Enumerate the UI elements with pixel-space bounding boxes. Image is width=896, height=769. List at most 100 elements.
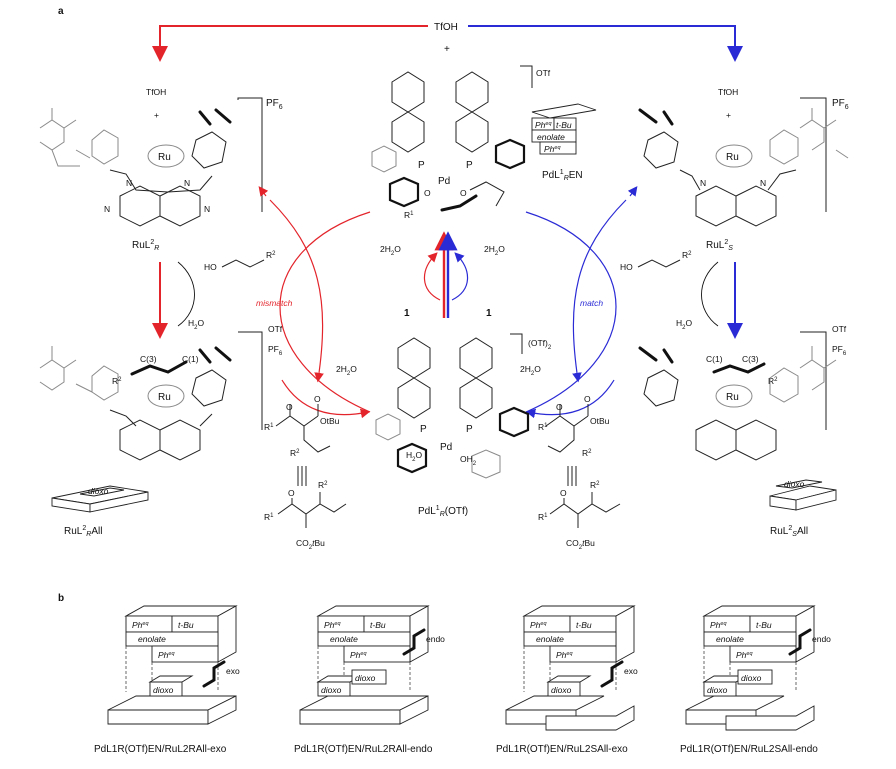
o-top-2: O: [460, 188, 467, 198]
pf6-left-label: PF6: [266, 98, 283, 111]
p-left-bottom: P: [420, 424, 427, 435]
r1-prod-left: R1: [264, 422, 274, 432]
panel-label-a: a: [58, 6, 64, 17]
allyl-alcohol-left: HO R2: [204, 250, 276, 272]
pd-top: Pd: [438, 176, 450, 187]
enolate-icon-1: enolate: [537, 132, 565, 142]
o-prod-right-3: O: [560, 488, 567, 498]
rul2s-allyl-structure: OTf PF6 Ru C(1) C(3) R2: [638, 324, 847, 461]
r2-prod-right-2: R2: [590, 480, 600, 490]
r2-prod-left-2: R2: [318, 480, 328, 490]
n-right-2: N: [760, 178, 766, 188]
tbu-icon-1: t-Bu: [556, 120, 572, 130]
rul2s-all-label: RuL2SAll: [770, 525, 808, 538]
n-left-3: N: [104, 204, 110, 214]
curved-arrow-right: [701, 261, 719, 327]
h2o-ligand: H2O: [406, 450, 422, 463]
r2-allyl-left: R2: [112, 376, 122, 386]
rul2s-all-block-icon: dioxo: [769, 479, 837, 511]
product-left: O O OtBu R1 R2 O R1 R2 CO2tBu: [264, 394, 347, 551]
ph-eq-block-2-a: Pheq: [324, 620, 341, 630]
rul2r-allyl-structure: OTf PF6 Ru R2 C(3) C(1): [39, 324, 283, 461]
p-left-top: P: [418, 160, 425, 171]
dioxo-block-4-a: dioxo: [707, 685, 728, 695]
center-arrows: [258, 186, 638, 419]
pf6-right-2: PF6: [832, 344, 847, 357]
mismatch-label: mismatch: [256, 298, 293, 308]
plus-top: +: [444, 44, 450, 55]
caption-b-3: PdL1R(OTf)EN/RuL2SAll-exo: [496, 744, 628, 755]
ph-eq-block-2-b: Pheq: [350, 650, 367, 660]
n-left-1: N: [126, 178, 132, 188]
rul2r-all-label: RuL2RAll: [64, 525, 102, 538]
pd-enolate-structure: OTf P P Pd O O R1: [371, 65, 551, 220]
panel-label-b: b: [58, 593, 64, 604]
ho-left: HO: [204, 262, 217, 272]
r1-prod-right: R1: [538, 422, 548, 432]
allyl-label-3: exo: [624, 666, 638, 676]
pf6-right-label: PF6: [832, 98, 849, 111]
dioxo-left-icon: dioxo: [88, 486, 109, 496]
two-h2o-bottom-right: 2H2O: [520, 364, 541, 377]
c1-left: C(1): [182, 354, 199, 364]
dioxo-block-4-b: dioxo: [741, 673, 762, 683]
enolate-block-1: enolate: [138, 634, 166, 644]
tbu-block-4: t-Bu: [756, 620, 772, 630]
otf2-label: (OTf)2: [528, 338, 552, 351]
ru-left: Ru: [158, 152, 171, 163]
o-prod-left-3: O: [288, 488, 295, 498]
r1-prod-right-2: R1: [538, 512, 548, 522]
tbu-block-1: t-Bu: [178, 620, 194, 630]
otf-right-2: OTf: [832, 324, 847, 334]
tbu-block-2: t-Bu: [370, 620, 386, 630]
pd-aqua-structure: (OTf)2 P P Pd H2O OH2: [375, 333, 552, 479]
ph-eq-block-3-a: Pheq: [530, 620, 547, 630]
dioxo-right-icon: dioxo: [784, 479, 805, 489]
c3-left: C(3): [140, 354, 157, 364]
two-h2o-left: 2H2O: [380, 244, 401, 257]
dioxo-block-2-a: dioxo: [321, 685, 342, 695]
otbu-right: OtBu: [590, 416, 610, 426]
p-right-top: P: [466, 160, 473, 171]
plus-right: +: [726, 110, 731, 120]
pf6-left-2: PF6: [268, 344, 283, 357]
otbu-left: OtBu: [320, 416, 340, 426]
dioxo-block-1-a: dioxo: [153, 685, 174, 695]
match-label: match: [580, 298, 603, 308]
rul2r-structure: TfOH + PF6 Ru N N N N: [39, 87, 283, 227]
tfoh-top: TfOH: [434, 22, 458, 33]
allyl-label-2: endo: [426, 634, 445, 644]
reagent-1-right: 1: [486, 308, 492, 319]
o-top-1: O: [424, 188, 431, 198]
tfoh-right: TfOH: [718, 87, 738, 97]
caption-b-2: PdL1R(OTf)EN/RuL2RAll-endo: [294, 744, 433, 755]
product-right: O O OtBu R1 R2 O R1 R2 CO2tBu: [538, 394, 621, 551]
co2tbu-right: CO2tBu: [566, 538, 595, 551]
co2tbu-left: CO2tBu: [296, 538, 325, 551]
otf-center-top: OTf: [536, 68, 551, 78]
allyl-alcohol-right: HO R2: [620, 250, 692, 272]
ph-eq-block-3-b: Pheq: [556, 650, 573, 660]
rul2r-all-block-icon: dioxo: [51, 485, 149, 513]
allyl-label-1: exo: [226, 666, 240, 676]
dioxo-block-2-b: dioxo: [355, 673, 376, 683]
n-left-2: N: [184, 178, 190, 188]
ph-eq-icon-1: Pheq: [535, 120, 552, 130]
top-split-arrows: [152, 25, 743, 62]
rul2s-label: RuL2S: [706, 239, 733, 252]
otf-left-2: OTf: [268, 324, 283, 334]
caption-b-1: PdL1R(OTf)EN/RuL2RAll-exo: [94, 744, 227, 755]
h2o-right: H2O: [676, 318, 692, 331]
r2-left: R2: [266, 250, 276, 260]
pdl1ren-label: PdL1REN: [542, 169, 583, 182]
r2-right: R2: [682, 250, 692, 260]
dioxo-block-3-a: dioxo: [551, 685, 572, 695]
pdl1ren-block-icon: Pheq t-Bu enolate Pheq: [531, 103, 597, 155]
oh2-ligand: OH2: [460, 454, 477, 467]
